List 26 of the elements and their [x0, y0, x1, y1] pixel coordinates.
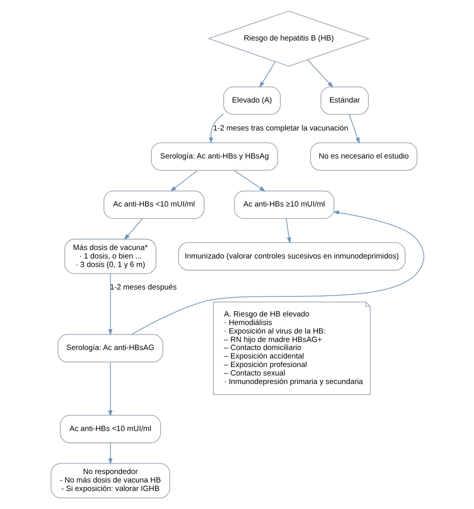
arrow [258, 61, 276, 88]
node-box: Inmunizado (valorar controles sucesivos en inmunodeprimidos) [178, 242, 405, 271]
node-box: Ac anti-HBs ≥10 mUI/ml [234, 190, 334, 219]
node-box: No es necesario el estudio [310, 142, 417, 171]
arrow [130, 210, 424, 335]
arrow [233, 170, 266, 192]
arrow [306, 59, 333, 88]
node-box: Serología: Ac anti-HBs y HBsAg [150, 142, 278, 171]
node-diamond: Riesgo de hepatitis B (HB) [207, 10, 370, 67]
arrow [108, 362, 112, 416]
edge-label: 1-2 meses tras completar la vacunación [212, 123, 348, 132]
arrow [285, 218, 291, 244]
arrow [123, 218, 142, 240]
edge-label: 1-2 meses después [109, 282, 176, 292]
arrow [170, 170, 198, 192]
arrow [208, 113, 224, 144]
node-box: Ac anti-HBs <10 mUI/ml [59, 414, 160, 444]
arrow [348, 114, 360, 144]
node-box: Ac anti-HBs <10 mUI/ml [103, 190, 204, 219]
arrow [108, 442, 112, 465]
node-box: Estándar [320, 86, 368, 115]
node-box: Serología: Ac anti-HBsAG [57, 334, 163, 362]
node-box: No respondedor - No más dosis de vacuna HB - Si exposición: valorar IGHB [50, 463, 170, 498]
node-box: Más dosis de vacuna* · 1 dosis, o bien ... · 3 dosis (0, 1 y 6 m) [64, 238, 156, 274]
arrow [108, 273, 112, 336]
node-box: Elevado (A) [222, 86, 280, 115]
